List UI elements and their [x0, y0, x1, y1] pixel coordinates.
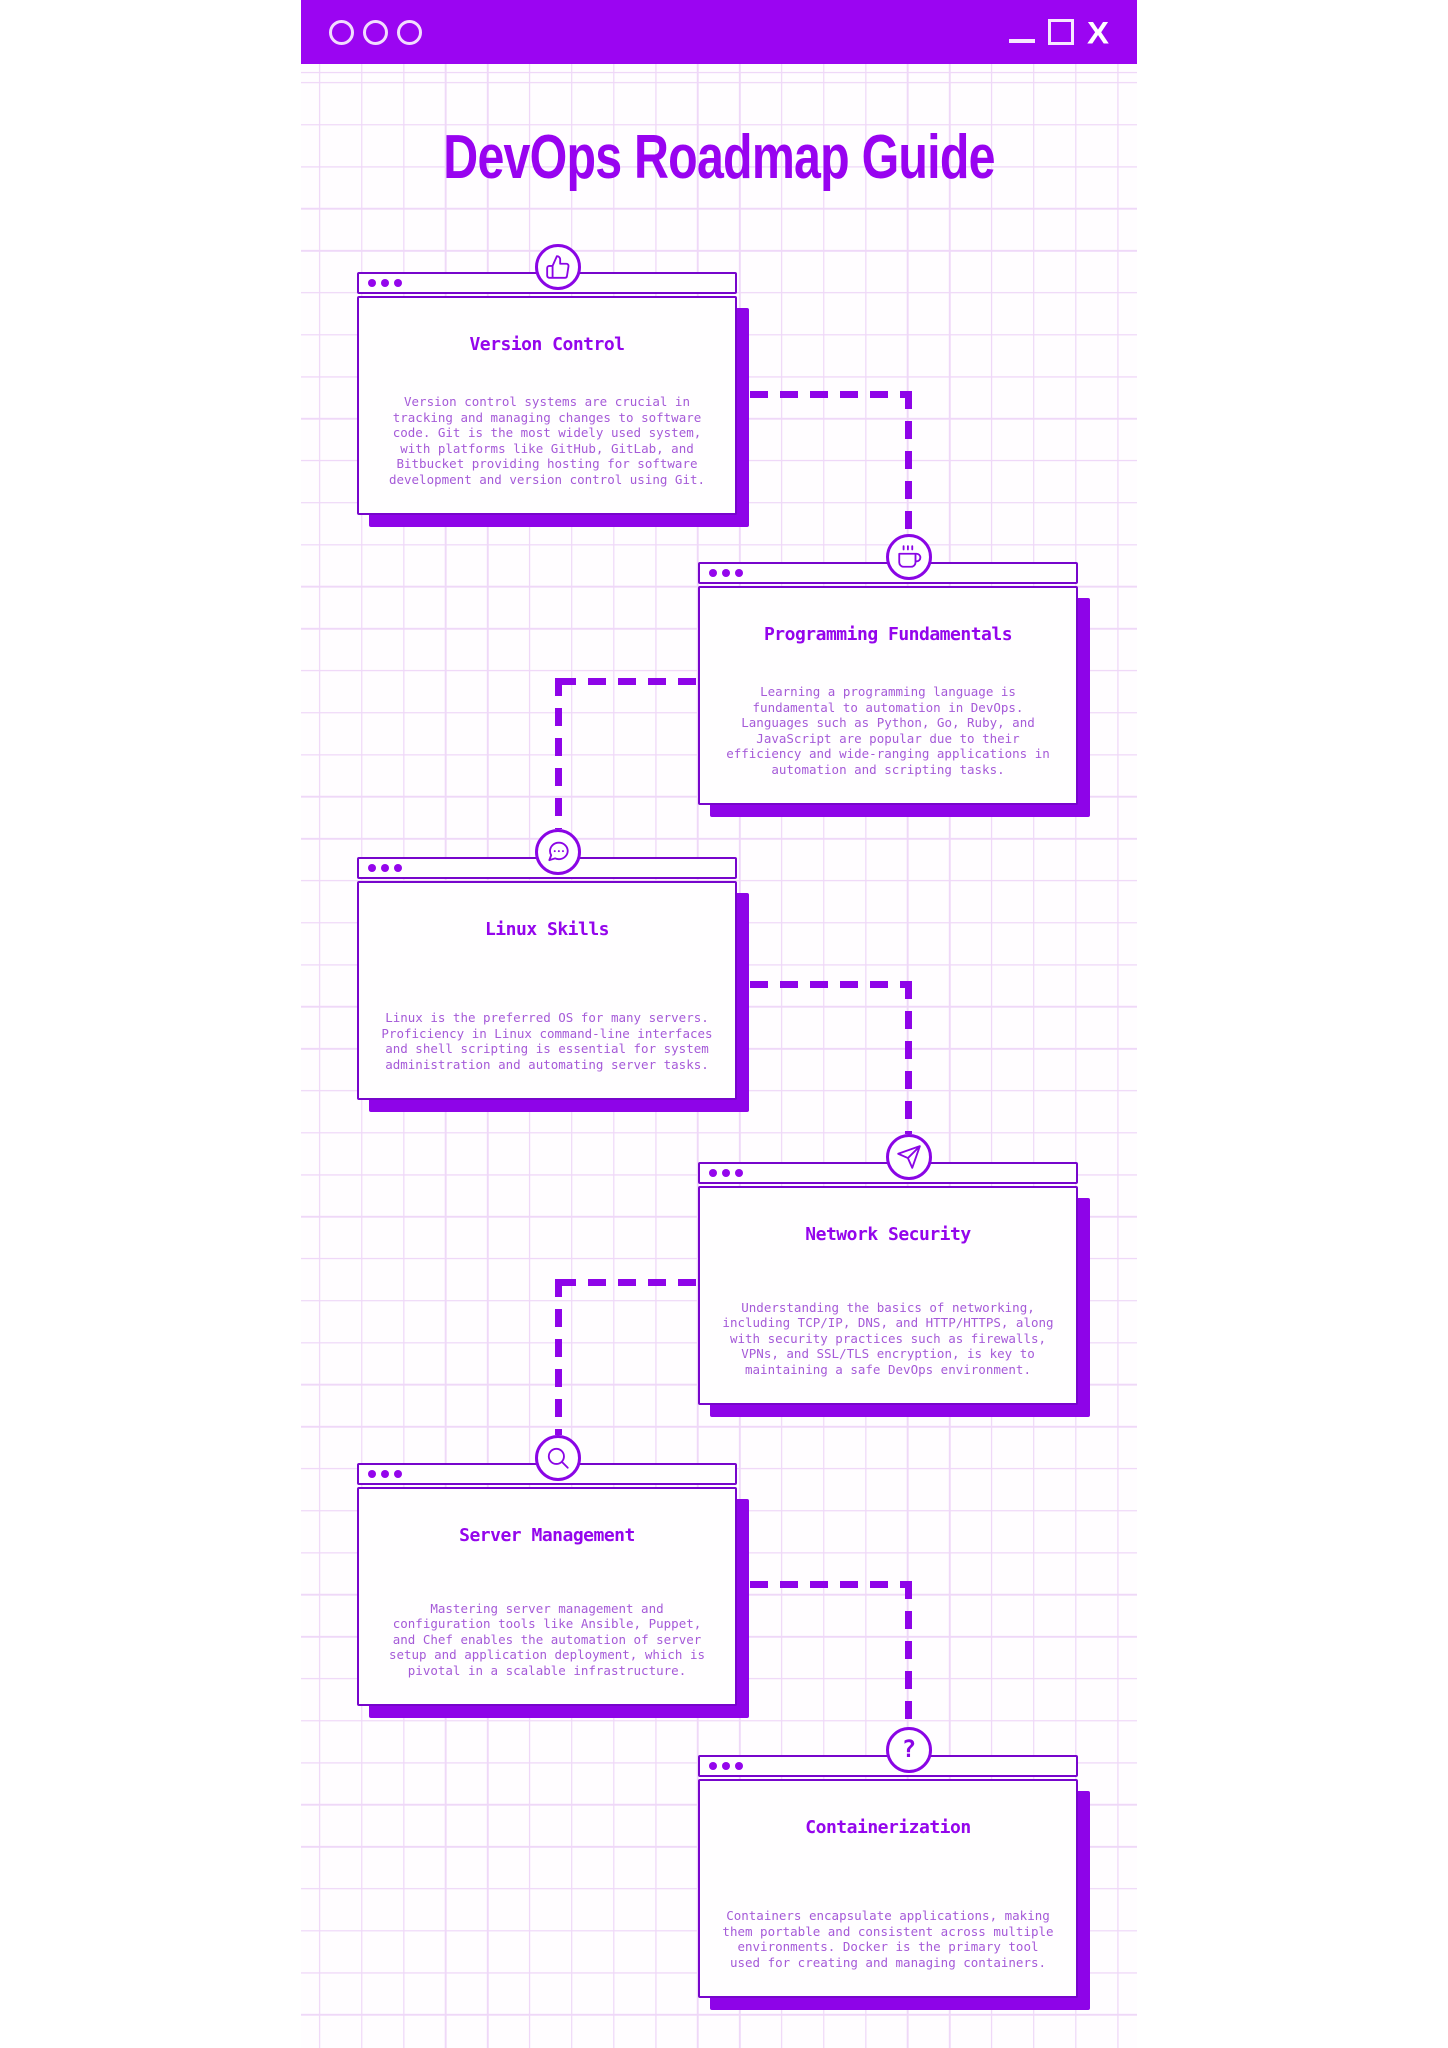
titlebar-dot [722, 569, 730, 577]
card-programming-fundamentals: Programming Fundamentals Learning a prog… [698, 534, 1078, 805]
close-icon[interactable]: X [1086, 14, 1109, 50]
titlebar-dot [735, 1169, 743, 1177]
card-version-control: Version Control Version control systems … [357, 244, 737, 515]
thumbs-up-icon [535, 244, 581, 290]
coffee-mug-icon [886, 534, 932, 580]
card-description: Containers encapsulate applications, mak… [722, 1908, 1054, 1970]
paper-plane-icon [886, 1134, 932, 1180]
connector-5-vertical [905, 1581, 912, 1727]
titlebar-dot [394, 864, 402, 872]
titlebar-dot [709, 1762, 717, 1770]
titlebar-dot [722, 1762, 730, 1770]
page-title: DevOps Roadmap Guide [443, 123, 995, 192]
connector-3-vertical [905, 981, 912, 1134]
connector-4-horizontal [558, 1279, 698, 1286]
titlebar-dot [709, 1169, 717, 1177]
card-content: Linux Skills Linux is the preferred OS f… [357, 881, 737, 1100]
connector-2-horizontal [558, 678, 698, 685]
connector-1-horizontal [750, 391, 912, 398]
card-server-management: Server Management Mastering server manag… [357, 1435, 737, 1706]
card-network-security: Network Security Understanding the basic… [698, 1134, 1078, 1405]
card-title: Version Control [469, 334, 625, 355]
card-description: Mastering server management and configur… [388, 1600, 706, 1678]
titlebar-dot [368, 864, 376, 872]
connector-4-vertical [555, 1279, 562, 1435]
chat-bubble-icon [535, 829, 581, 875]
window-circle-button[interactable] [329, 19, 354, 45]
titlebar-dot [381, 864, 389, 872]
question-mark-icon: ? [886, 1727, 932, 1773]
card-content: Network Security Understanding the basic… [698, 1186, 1078, 1405]
titlebar-dot [722, 1169, 730, 1177]
card-description: Learning a programming language is funda… [726, 684, 1050, 777]
window-traffic-lights [329, 19, 422, 45]
magnifier-icon [535, 1435, 581, 1481]
window-controls: X [1008, 14, 1109, 50]
titlebar-dot [735, 569, 743, 577]
titlebar-dot [368, 279, 376, 287]
window-topbar: X [301, 0, 1137, 64]
card-title: Programming Fundamentals [763, 624, 1013, 645]
window-circle-button[interactable] [363, 19, 388, 45]
card-content: Version Control Version control systems … [357, 296, 737, 515]
card-containerization: ? Containerization Containers encapsulat… [698, 1727, 1078, 1998]
card-description: Understanding the basics of networking, … [722, 1299, 1054, 1377]
maximize-icon[interactable] [1047, 19, 1074, 45]
card-title: Network Security [805, 1224, 971, 1245]
card-title: Server Management [459, 1525, 635, 1546]
titlebar-dot [381, 279, 389, 287]
card-content: Containerization Containers encapsulate … [698, 1779, 1078, 1998]
titlebar-dot [394, 1470, 402, 1478]
titlebar-dot [709, 569, 717, 577]
titlebar-dot [381, 1470, 389, 1478]
connector-3-horizontal [750, 981, 912, 988]
titlebar-dot [735, 1762, 743, 1770]
card-title: Containerization [805, 1817, 971, 1838]
window-circle-button[interactable] [397, 19, 422, 45]
card-description: Linux is the preferred OS for many serve… [381, 1010, 713, 1072]
titlebar-dot [394, 279, 402, 287]
connector-1-vertical [905, 391, 912, 534]
card-content: Programming Fundamentals Learning a prog… [698, 586, 1078, 805]
connector-5-horizontal [750, 1581, 912, 1588]
card-linux-skills: Linux Skills Linux is the preferred OS f… [357, 829, 737, 1100]
minimize-icon[interactable] [1008, 39, 1035, 43]
card-title: Linux Skills [484, 919, 610, 940]
card-content: Server Management Mastering server manag… [357, 1487, 737, 1706]
titlebar-dot [368, 1470, 376, 1478]
card-description: Version control systems are crucial in t… [388, 394, 706, 487]
connector-2-vertical [555, 678, 562, 829]
